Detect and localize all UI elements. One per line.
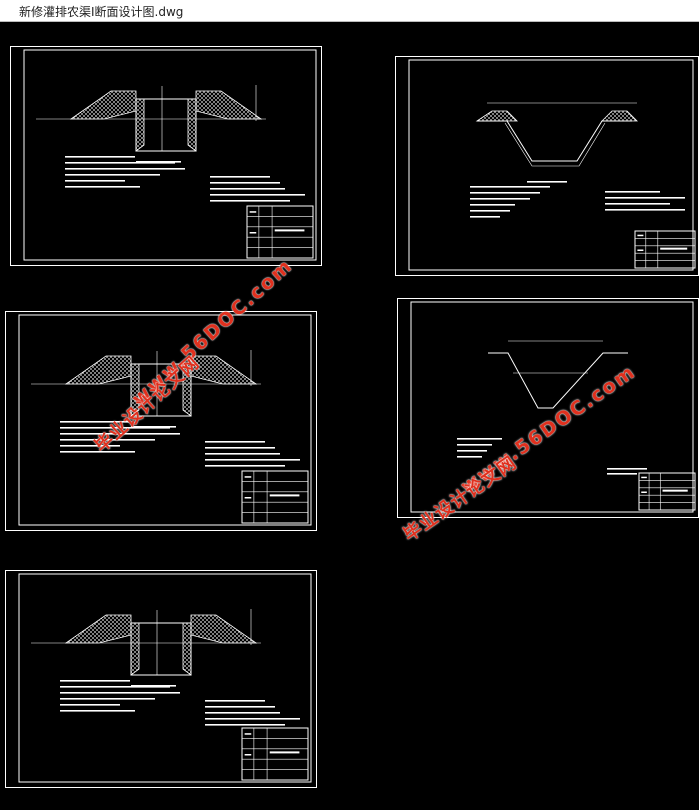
- notes-right: [605, 203, 670, 205]
- notes-right: [605, 209, 685, 211]
- title-bar: 新修灌排农渠Ⅰ断面设计图.dwg: [0, 0, 699, 22]
- title-block: [241, 727, 309, 781]
- title-block: [241, 470, 309, 524]
- notes-left: [60, 710, 135, 712]
- sheet-inner-border: [23, 49, 317, 261]
- notes-right: [205, 459, 300, 461]
- channel-box: [130, 622, 192, 676]
- notes-right: [205, 712, 280, 714]
- notes-left: [60, 704, 120, 706]
- title-block: [638, 472, 696, 511]
- box-wall-right: [188, 99, 196, 151]
- notes-right: [210, 194, 305, 196]
- left-bank-hatch: [477, 111, 517, 121]
- notes-right: [605, 197, 685, 199]
- notes-left: [457, 444, 492, 446]
- right-slope-hatch: [191, 615, 256, 643]
- lining-line: [504, 122, 606, 167]
- sheet-1-drawing: [10, 46, 322, 266]
- box-wall-left: [136, 99, 144, 151]
- notes-left: [470, 192, 540, 194]
- sheet-outer-border: [5, 570, 317, 788]
- section-caption: [527, 181, 567, 183]
- notes-right: [205, 441, 265, 443]
- notes-left: [470, 186, 550, 188]
- notes-left: [60, 680, 130, 682]
- drawing-sheet-4[interactable]: [397, 298, 699, 518]
- drawing-sheet-3[interactable]: [5, 311, 317, 531]
- notes-right: [205, 718, 300, 720]
- drawing-sheet-1[interactable]: [10, 46, 322, 266]
- sheet-inner-border: [410, 301, 694, 513]
- notes-right: [607, 473, 637, 475]
- section-caption: [131, 685, 176, 687]
- sheet-outer-border: [5, 311, 317, 531]
- notes-right: [205, 700, 265, 702]
- notes-left: [60, 445, 120, 447]
- notes-left: [457, 438, 502, 440]
- box-wall-left: [131, 623, 139, 675]
- right-slope-hatch: [196, 91, 261, 119]
- section-caption: [131, 426, 176, 428]
- notes-left: [60, 686, 170, 688]
- notes-left: [65, 168, 185, 170]
- notes-left: [470, 198, 530, 200]
- notes-left: [60, 698, 155, 700]
- section-caption: [136, 161, 181, 163]
- title-block: [634, 230, 696, 269]
- notes-right: [205, 453, 280, 455]
- notes-left: [60, 421, 130, 423]
- notes-right: [210, 182, 280, 184]
- notes-left: [60, 692, 180, 694]
- notes-left: [457, 456, 482, 458]
- window-title: 新修灌排农渠Ⅰ断面设计图.dwg: [19, 5, 184, 19]
- drawing-canvas[interactable]: www.56DOC.com 毕业设计论文网 www.56DOC.com 毕业设计…: [0, 23, 699, 810]
- sheet-5-drawing: [5, 570, 317, 788]
- sheet-2-drawing: [395, 56, 699, 276]
- notes-left: [60, 439, 155, 441]
- notes-right: [607, 468, 647, 470]
- channel-profile: [488, 352, 628, 409]
- drawing-sheet-2[interactable]: [395, 56, 699, 276]
- notes-left: [65, 156, 135, 158]
- right-bank-hatch: [602, 111, 637, 121]
- sheet-4-drawing: [397, 298, 699, 518]
- notes-left: [457, 450, 487, 452]
- channel-profile: [477, 120, 632, 162]
- sheet-inner-border: [408, 59, 694, 271]
- notes-left: [60, 451, 135, 453]
- left-slope-hatch: [66, 615, 131, 643]
- notes-right: [605, 191, 660, 193]
- notes-left: [470, 204, 515, 206]
- notes-left: [60, 427, 170, 429]
- notes-left: [60, 433, 180, 435]
- notes-right: [205, 447, 275, 449]
- sheet-3-drawing: [5, 311, 317, 531]
- notes-left: [65, 162, 175, 164]
- notes-right: [210, 188, 285, 190]
- box-wall-right: [183, 623, 191, 675]
- channel-box: [135, 98, 197, 152]
- sheet-inner-border: [18, 314, 312, 526]
- notes-right: [205, 465, 285, 467]
- sheet-inner-border: [18, 573, 312, 783]
- notes-right: [205, 706, 275, 708]
- left-slope-hatch: [71, 91, 136, 119]
- notes-left: [65, 180, 125, 182]
- notes-left: [65, 174, 160, 176]
- notes-left: [470, 210, 510, 212]
- notes-left: [65, 186, 140, 188]
- sheet-outer-border: [10, 46, 322, 266]
- notes-right: [210, 176, 270, 178]
- drawing-sheet-5[interactable]: [5, 570, 317, 788]
- notes-right: [205, 724, 285, 726]
- notes-right: [210, 200, 290, 202]
- title-block: [246, 205, 314, 259]
- notes-left: [470, 216, 500, 218]
